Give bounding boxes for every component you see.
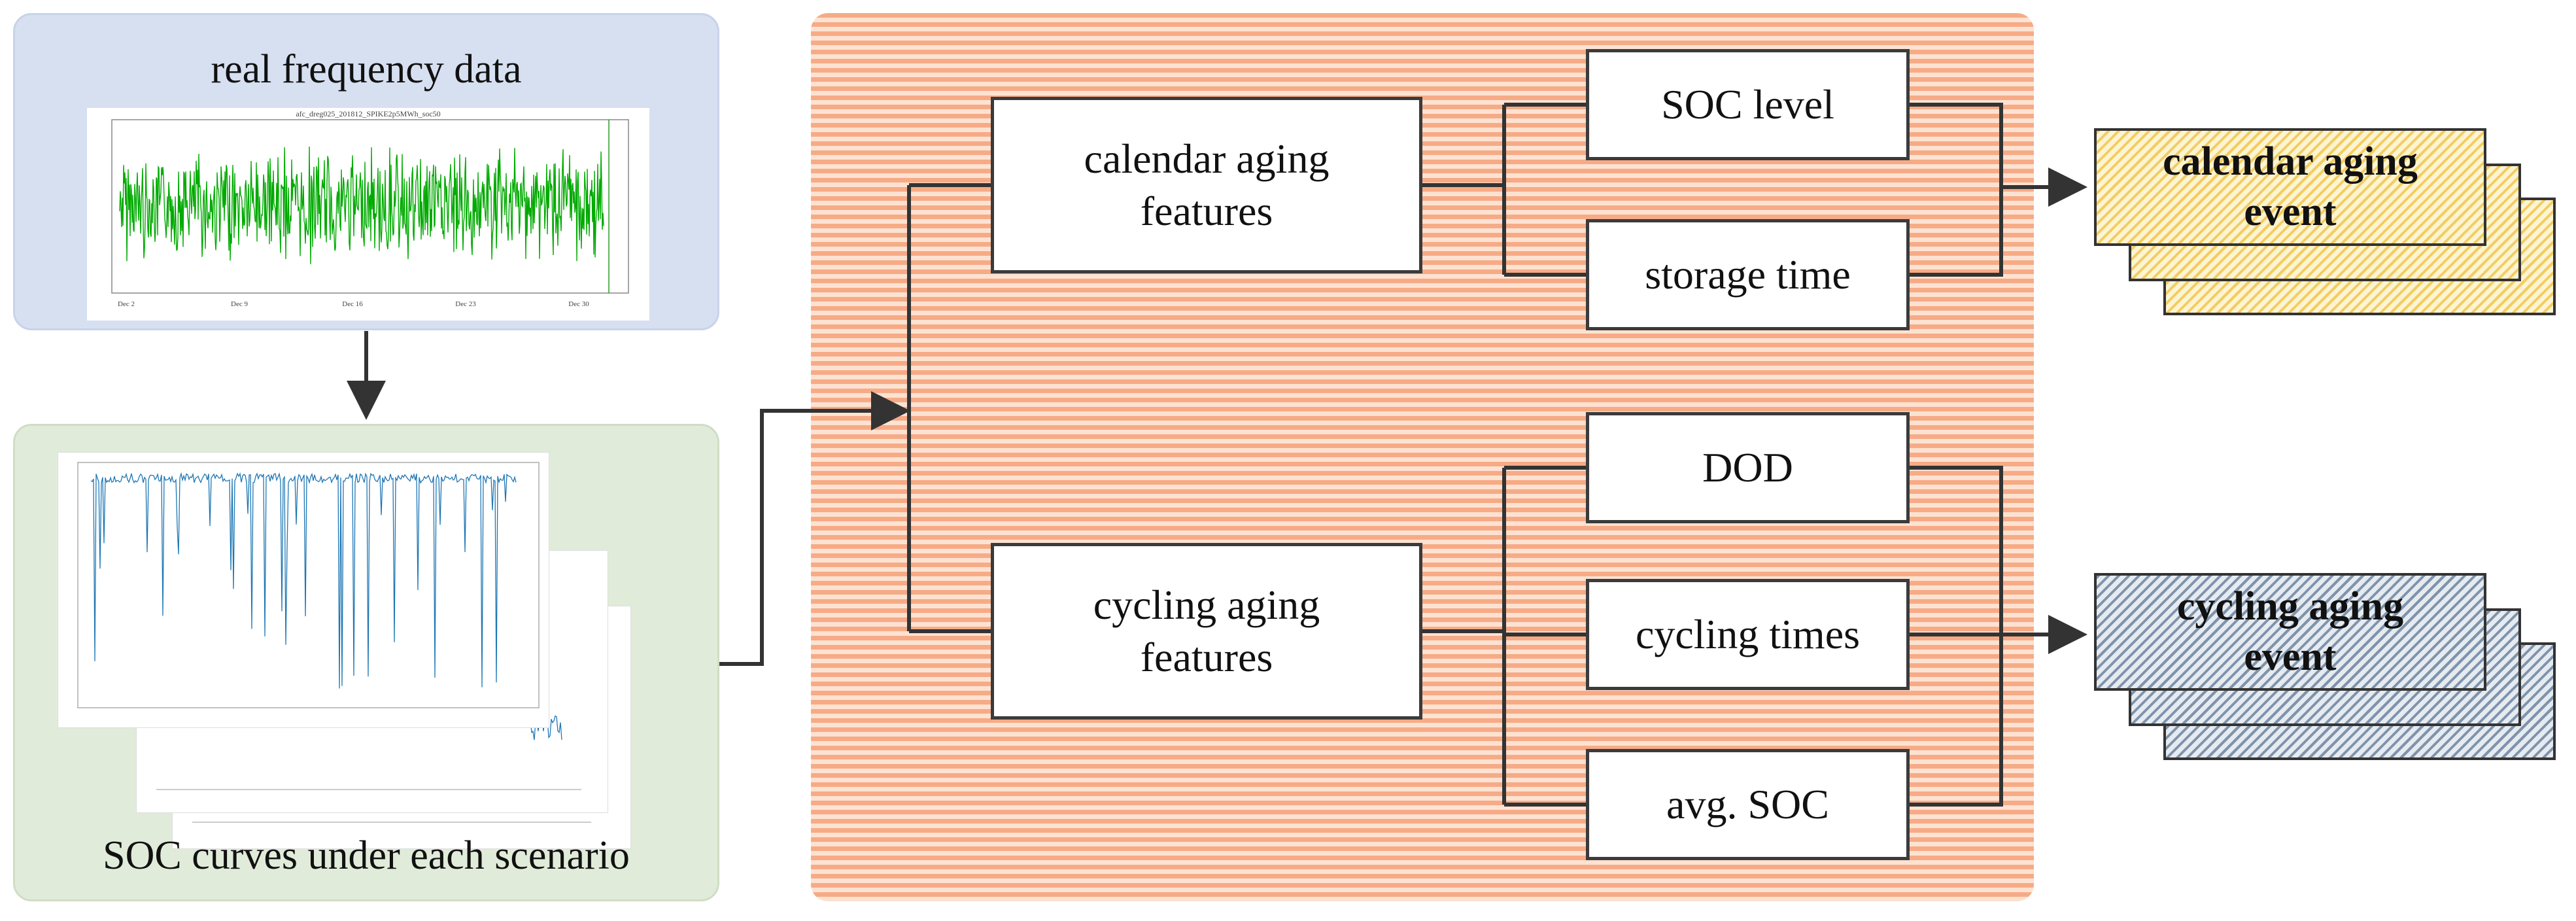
soc-curves-title: SOC curves under each scenario	[103, 833, 630, 878]
soc-to-features-arrow	[719, 391, 910, 666]
frequency-trace-path	[119, 147, 604, 264]
frequency-trace	[119, 147, 604, 264]
frequency-x-tick-label: Dec 9	[231, 300, 248, 308]
frequency-data-panel: real frequency data afc_dreg025_201812_S…	[13, 13, 719, 330]
dod-box: DOD	[1586, 412, 1910, 523]
calendar-aging-features-label: calendar aging features	[1084, 135, 1330, 234]
cycling-times-box: cycling times	[1586, 579, 1910, 690]
storage-time-box: storage time	[1586, 219, 1910, 330]
frequency-data-title: real frequency data	[211, 47, 522, 92]
calendar-aging-features-box: calendar aging features	[991, 97, 1422, 273]
frequency-chart: afc_dreg025_201812_SPIKE2p5MWh_soc50 Dec…	[87, 108, 649, 321]
frequency-chart-caption: afc_dreg025_201812_SPIKE2p5MWh_soc50	[296, 109, 440, 118]
frequency-x-ticks: Dec 2 Dec 9 Dec 16 Dec 23 Dec 30	[118, 300, 589, 308]
soc-trace-1	[90, 472, 517, 689]
cycling-aging-features-box: cycling aging features	[991, 543, 1422, 720]
calendar-aging-event-label: calendar aging event	[2163, 139, 2418, 235]
frequency-chart-svg: afc_dreg025_201812_SPIKE2p5MWh_soc50 Dec…	[111, 109, 629, 308]
frequency-x-tick-label: Dec 30	[568, 300, 589, 308]
soc-level-box: SOC level	[1586, 49, 1910, 160]
calendar-merge-bar	[1910, 103, 2003, 277]
soc-curves-panel: SOC curves under each scenario	[13, 424, 719, 901]
frequency-x-tick-label: Dec 16	[342, 300, 363, 308]
cycling-aging-event-label: cycling aging event	[2176, 583, 2404, 680]
frequency-x-tick-label: Dec 23	[455, 300, 476, 308]
cycling-aging-event-card: cycling aging event	[2094, 573, 2486, 691]
frequency-x-tick-label: Dec 2	[118, 300, 135, 308]
frequency-chart-frame	[111, 119, 629, 294]
cycling-aging-features-label: cycling aging features	[1093, 582, 1320, 680]
calendar-aging-event-card: calendar aging event	[2094, 128, 2486, 246]
soc-trace-path	[90, 472, 517, 689]
soc-chart-front	[58, 452, 549, 728]
avg-soc-box: avg. SOC	[1586, 749, 1910, 860]
